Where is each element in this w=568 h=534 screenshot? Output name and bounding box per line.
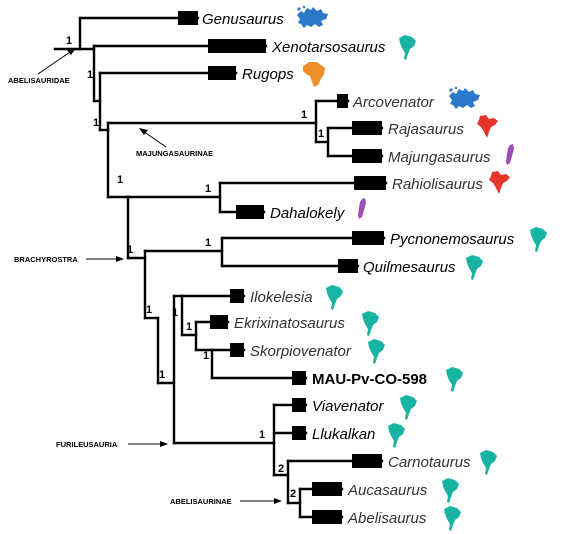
madagascar-map-icon bbox=[506, 144, 514, 165]
bar-arcovenator bbox=[337, 94, 348, 108]
support-node-c: 1 bbox=[117, 174, 123, 186]
taxon-rahiolisaurus: Rahiolisaurus bbox=[392, 176, 483, 193]
taxon-rajasaurus: Rajasaurus bbox=[388, 121, 464, 138]
taxon-pycnonemosaurus: Pycnonemosaurus bbox=[390, 231, 515, 248]
support-majungasaurinae: 1 bbox=[301, 109, 307, 121]
support-values: 1 1 1 1 1 1 1 1 1 1 1 1 1 1 1 2 2 bbox=[66, 35, 324, 500]
taxon-quilmesaurus: Quilmesaurus bbox=[363, 259, 456, 276]
bar-rahiolisaurus bbox=[354, 176, 386, 190]
arrow-majungasaurinae bbox=[142, 130, 167, 148]
south-america-map-icon bbox=[446, 367, 463, 392]
support-pycnonemosaurus-quilmesaurus: 1 bbox=[205, 237, 211, 249]
taxon-arcovenator: Arcovenator bbox=[352, 94, 435, 111]
bar-majungasaurus bbox=[352, 149, 382, 163]
clade-label-furileusauria: FURILEUSAURIA bbox=[56, 440, 118, 449]
clade-label-abelisaurinae: ABELISAURINAE bbox=[170, 497, 232, 506]
taxon-rugops: Rugops bbox=[242, 66, 294, 83]
support-node-h: 1 bbox=[203, 350, 209, 362]
bar-viavenator bbox=[292, 398, 306, 412]
europe-map-icon bbox=[449, 86, 480, 109]
support-node-e: 1 bbox=[159, 369, 165, 381]
taxon-aucasaurus: Aucasaurus bbox=[347, 482, 428, 499]
support-node-d: 1 bbox=[146, 304, 152, 316]
bar-xenotarsosaurus bbox=[208, 39, 266, 53]
support-node-g: 1 bbox=[186, 321, 192, 333]
south-america-map-icon bbox=[368, 339, 385, 364]
support-brachyrostra: 1 bbox=[127, 244, 133, 256]
taxon-abelisaurus: Abelisaurus bbox=[347, 510, 427, 527]
taxon-viavenator: Viavenator bbox=[312, 398, 384, 415]
south-america-map-icon bbox=[400, 395, 417, 420]
support-node-f: 1 bbox=[172, 307, 178, 319]
taxon-carnotaurus: Carnotaurus bbox=[388, 454, 471, 471]
support-rahiolisaurus-dahalokely: 1 bbox=[205, 183, 211, 195]
taxon-llukalkan: Llukalkan bbox=[312, 426, 375, 443]
arrow-abelisauridae bbox=[37, 49, 74, 75]
clade-label-majungasaurinae: MAJUNGASAURINAE bbox=[136, 149, 213, 158]
bar-ilokelesia bbox=[230, 289, 244, 303]
madagascar-map-icon bbox=[358, 198, 366, 219]
taxon-dahalokely: Dahalokely bbox=[270, 205, 346, 222]
bar-carnotaurus bbox=[352, 454, 382, 468]
support-aucasaurus-abelisaurus: 2 bbox=[290, 488, 296, 500]
arrowhead-abelisauridae bbox=[67, 48, 76, 55]
taxon-skorpiovenator: Skorpiovenator bbox=[250, 343, 352, 360]
arrowhead-brachyrostra bbox=[116, 256, 124, 262]
south-america-map-icon bbox=[480, 450, 497, 475]
arrowhead-furileusauria bbox=[160, 441, 168, 447]
south-america-map-icon bbox=[326, 285, 343, 310]
taxon-majungasaurus: Majungasaurus bbox=[388, 149, 491, 166]
europe-map-icon bbox=[297, 5, 328, 29]
africa-map-icon bbox=[303, 62, 325, 87]
south-america-map-icon bbox=[466, 255, 483, 280]
support-furileusauria: 1 bbox=[259, 429, 265, 441]
south-america-map-icon bbox=[442, 478, 459, 503]
bar-aucasaurus bbox=[312, 482, 342, 496]
clade-annotations: ABELISAURIDAE MAJUNGASAURINAE BRACHYROST… bbox=[8, 48, 282, 506]
support-node-a: 1 bbox=[87, 69, 93, 81]
bar-rugops bbox=[208, 66, 236, 80]
support-abelisaurinae: 2 bbox=[278, 463, 284, 475]
bar-genusaurus bbox=[178, 11, 198, 25]
bar-rajasaurus bbox=[352, 121, 382, 135]
south-america-map-icon bbox=[530, 227, 547, 252]
taxon-ekrixinatosaurus: Ekrixinatosaurus bbox=[234, 315, 345, 332]
taxon-ilokelesia: Ilokelesia bbox=[250, 289, 313, 306]
arrowhead-abelisaurinae bbox=[274, 498, 282, 504]
bar-abelisaurus bbox=[312, 510, 342, 524]
south-america-map-icon bbox=[362, 311, 379, 336]
taxon-xenotarsosaurus: Xenotarsosaurus bbox=[271, 39, 386, 56]
india-map-icon bbox=[477, 115, 498, 138]
arrowhead-majungasaurinae bbox=[139, 128, 148, 135]
india-map-icon bbox=[489, 171, 510, 194]
support-raja-majunga: 1 bbox=[318, 128, 324, 140]
bar-skorpiovenator bbox=[230, 343, 244, 357]
clade-label-abelisauridae: ABELISAURIDAE bbox=[8, 76, 70, 85]
taxon-mau-pv-co-598: MAU-Pv-CO-598 bbox=[312, 371, 427, 388]
south-america-map-icon bbox=[399, 35, 416, 60]
taxon-labels: Genusaurus Xenotarsosaurus Rugops Arcove… bbox=[202, 11, 515, 527]
bar-llukalkan bbox=[292, 426, 306, 440]
bar-dahalokely bbox=[236, 205, 264, 219]
bar-mau bbox=[292, 371, 306, 385]
clade-label-brachyrostra: BRACHYROSTRA bbox=[14, 255, 78, 264]
bar-quilmesaurus bbox=[338, 259, 358, 273]
support-node-b: 1 bbox=[93, 117, 99, 129]
taxon-genusaurus: Genusaurus bbox=[202, 11, 284, 28]
south-america-map-icon bbox=[444, 506, 461, 531]
bar-ekrixinatosaurus bbox=[210, 315, 228, 329]
south-america-map-icon bbox=[388, 423, 405, 448]
support-abelisauridae: 1 bbox=[66, 35, 72, 47]
terminal-bars bbox=[178, 11, 386, 524]
bar-pycnonemosaurus bbox=[352, 231, 384, 245]
